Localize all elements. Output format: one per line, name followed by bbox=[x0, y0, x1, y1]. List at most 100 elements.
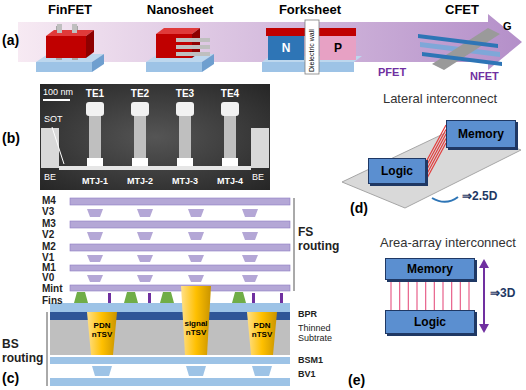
device-name: CFET bbox=[445, 3, 479, 18]
junction-label: MTJ-3 bbox=[172, 176, 198, 186]
panel-letter: (c) bbox=[2, 370, 19, 386]
bs-stack bbox=[47, 286, 290, 386]
panel-letter: (a) bbox=[2, 32, 19, 48]
interposer-platform bbox=[342, 126, 521, 208]
level-label: M4 bbox=[42, 196, 56, 206]
chip-block: Logic bbox=[368, 158, 426, 184]
fs-metal-stack bbox=[242, 232, 258, 240]
finfet-symbol bbox=[92, 54, 104, 72]
interconnect-wire bbox=[390, 280, 391, 310]
panel-letter: (e) bbox=[348, 372, 365, 388]
level-label: V1 bbox=[42, 253, 54, 263]
fs-metal-stack bbox=[137, 209, 153, 217]
layer-label: BV1 bbox=[298, 369, 316, 379]
interconnect-wire bbox=[426, 143, 446, 180]
scheme-title: Lateral interconnect bbox=[383, 92, 497, 107]
level-label: V0 bbox=[42, 273, 54, 283]
interposer-platform bbox=[432, 197, 458, 202]
panel-letter: (b) bbox=[2, 130, 20, 146]
sem-image bbox=[87, 158, 103, 166]
sem-image bbox=[134, 116, 146, 160]
tsv-label: PDN nTSV bbox=[247, 322, 277, 340]
sem-image bbox=[251, 128, 269, 168]
interconnect-wire bbox=[426, 139, 446, 176]
sem-image bbox=[179, 116, 191, 160]
sem-image bbox=[52, 127, 64, 164]
finfet-symbol bbox=[36, 62, 92, 72]
layer-label: BSM1 bbox=[298, 355, 323, 365]
fs-metal-stack bbox=[87, 232, 103, 240]
finfet-symbol bbox=[86, 30, 94, 58]
image-annotation: BE bbox=[44, 172, 56, 182]
finfet-symbol bbox=[72, 24, 77, 33]
integration-label: ⇒2.5D bbox=[462, 190, 497, 204]
sem-image bbox=[222, 158, 238, 166]
nanosheet-symbol bbox=[146, 62, 202, 72]
interconnect-wire bbox=[442, 280, 443, 310]
chip-block: Memory bbox=[385, 258, 475, 280]
fs-metal-stack bbox=[70, 221, 290, 228]
sem-image bbox=[40, 84, 270, 190]
chip-block: Logic bbox=[385, 310, 475, 334]
block-label: Memory bbox=[458, 127, 504, 141]
fs-metal-stack bbox=[242, 255, 258, 262]
forksheet-symbol bbox=[320, 36, 356, 60]
bs-stack bbox=[47, 312, 48, 386]
stacking-arrow bbox=[479, 324, 489, 333]
bs-stack bbox=[92, 366, 112, 376]
transistor-label: PFET bbox=[378, 66, 406, 79]
fins-layer bbox=[232, 292, 246, 303]
level-label: Mint bbox=[42, 284, 63, 294]
sem-image bbox=[43, 99, 70, 101]
fins-layer bbox=[124, 292, 138, 303]
bs-stack bbox=[247, 312, 277, 355]
sem-image bbox=[41, 128, 59, 168]
interconnect-wire bbox=[460, 280, 461, 310]
cfet-symbol bbox=[418, 28, 502, 70]
level-label: V2 bbox=[42, 230, 54, 240]
image-annotation: 100 nm bbox=[43, 87, 73, 97]
level-label: V3 bbox=[42, 207, 54, 217]
bs-stack bbox=[50, 378, 290, 386]
tsv-label: signal nTSV bbox=[181, 320, 211, 338]
device-name: Forksheet bbox=[279, 3, 341, 18]
sem-image bbox=[89, 116, 101, 160]
level-label: M1 bbox=[42, 263, 56, 273]
image-annotation: SOT bbox=[44, 114, 63, 124]
fins-layer bbox=[148, 293, 151, 303]
block-label: Memory bbox=[407, 262, 453, 276]
interconnect-wire bbox=[426, 134, 446, 171]
electrode-label: TE2 bbox=[131, 88, 149, 100]
nanosheet-symbol bbox=[202, 54, 214, 72]
cfet-symbol bbox=[422, 52, 502, 66]
fins-layer bbox=[108, 293, 111, 303]
integration-label: ⇒3D bbox=[490, 287, 515, 301]
fs-metal-stack bbox=[87, 209, 103, 217]
forksheet-symbol bbox=[305, 20, 319, 74]
bs-stack bbox=[50, 303, 290, 312]
finfet-symbol bbox=[36, 24, 104, 72]
interconnect-wire bbox=[468, 280, 469, 310]
interconnect-wire bbox=[416, 280, 417, 310]
bs-stack bbox=[50, 357, 290, 364]
fins-layer bbox=[74, 292, 88, 303]
fs-metal-stack bbox=[137, 275, 153, 282]
device-name: Nanosheet bbox=[147, 3, 213, 18]
routing-label: FS routing bbox=[298, 226, 342, 254]
fs-metal-stack bbox=[70, 265, 290, 271]
electrode-label: TE1 bbox=[86, 88, 104, 100]
nanosheet-symbol bbox=[176, 45, 210, 49]
fs-metal-stack bbox=[188, 209, 204, 217]
junction-label: MTJ-1 bbox=[82, 176, 108, 186]
bs-stack bbox=[181, 286, 211, 355]
bs-stack bbox=[186, 366, 206, 376]
stacking-arrow bbox=[479, 259, 489, 333]
layer-label: Thinned Subtrate bbox=[298, 323, 342, 344]
nanosheet-symbol bbox=[176, 38, 210, 42]
bs-stack bbox=[252, 366, 272, 376]
interposer-platform bbox=[342, 126, 521, 208]
fs-metal-stack bbox=[294, 198, 295, 291]
bs-stack bbox=[87, 312, 117, 355]
level-label: Fins bbox=[42, 296, 63, 306]
